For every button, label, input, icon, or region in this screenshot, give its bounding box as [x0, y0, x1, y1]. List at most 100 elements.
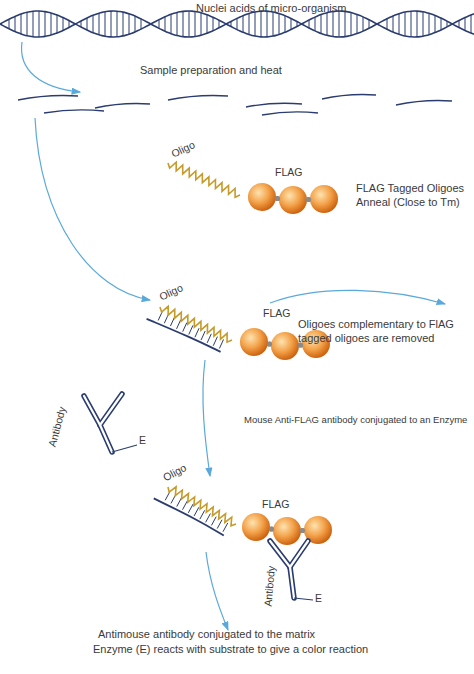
- flow-arrow: [206, 552, 228, 630]
- step-caption: Antimouse antibody conjugated to the mat…: [98, 628, 315, 642]
- part-name: FLAG: [275, 166, 302, 179]
- base-pair: [183, 323, 187, 332]
- dna-rung: [387, 19, 388, 30]
- dna-rung: [141, 19, 142, 29]
- flag-bead: [279, 186, 307, 214]
- oligo-coil: [160, 306, 232, 342]
- dna-rung: [171, 14, 172, 33]
- dna-rung: [327, 13, 328, 36]
- dna-strand: [0, 11, 474, 37]
- dna-rung: [105, 12, 106, 37]
- part-name: FLAG: [262, 498, 289, 511]
- dna-rung: [45, 12, 46, 37]
- dna-rung: [339, 11, 340, 37]
- target-strand: [154, 498, 224, 535]
- enzyme-link: [294, 598, 313, 600]
- linker-dot: [300, 528, 305, 533]
- dna-rung: [237, 18, 238, 29]
- flag-bead: [242, 513, 270, 541]
- dna-rung: [417, 11, 418, 37]
- dna-rung: [117, 11, 118, 37]
- antibody-chain: [100, 394, 122, 425]
- antibody-chain: [100, 394, 122, 425]
- dna-rung: [399, 14, 400, 35]
- dna-rung: [357, 14, 358, 33]
- antibody-chain: [100, 425, 112, 452]
- antibody-chain: [290, 541, 308, 567]
- dna-rung: [15, 16, 16, 31]
- base-pair: [207, 334, 211, 343]
- flow-arrow: [35, 118, 150, 300]
- dna-rung: [447, 21, 448, 27]
- linker-dot: [275, 196, 280, 201]
- flag-bead: [273, 517, 301, 545]
- dna-rung: [99, 13, 100, 35]
- dna-rung: [321, 15, 322, 34]
- antibody-chain: [290, 567, 294, 598]
- base-pair: [177, 320, 181, 329]
- dna-rung: [459, 20, 460, 27]
- dna-rung: [207, 15, 208, 34]
- linker-dot: [275, 196, 280, 201]
- base-pair: [213, 337, 217, 346]
- dna-rung: [69, 21, 70, 28]
- dna-fragment: [168, 96, 228, 101]
- dna-fragment: [95, 104, 150, 109]
- antibody-chain: [270, 541, 290, 567]
- linker-dot: [306, 197, 311, 202]
- dna-rung: [285, 16, 286, 33]
- dna-rung: [405, 12, 406, 36]
- dna-rung: [441, 18, 442, 30]
- dna-rung: [351, 13, 352, 36]
- part-name: FLAG: [263, 307, 290, 320]
- base-pair: [183, 501, 188, 510]
- dna-rung: [345, 11, 346, 36]
- flow-arrow: [203, 360, 210, 476]
- linker-dot: [267, 341, 272, 346]
- dna-rung: [165, 17, 166, 32]
- base-pair: [223, 523, 228, 532]
- dna-rung: [393, 16, 394, 32]
- dna-rung: [411, 11, 412, 37]
- stage-caption: Nuclei acids of micro-organism: [196, 2, 346, 16]
- dna-fragment: [18, 96, 78, 101]
- base-pair: [189, 325, 193, 334]
- dna-rung: [21, 14, 22, 34]
- dna-rung: [111, 11, 112, 37]
- dna-rung: [267, 11, 268, 37]
- dna-fragment: [262, 112, 318, 115]
- linker-dot: [269, 526, 274, 531]
- dna-rung: [177, 12, 178, 35]
- step-caption: FLAG Tagged Oligoes Anneal (Close to Tm): [356, 182, 472, 210]
- step-caption: Sample preparation and heat: [140, 64, 282, 78]
- flag-bead: [310, 185, 338, 213]
- base-pair: [194, 507, 199, 516]
- dna-rung: [369, 20, 370, 28]
- dna-rung: [189, 11, 190, 37]
- dna-rung: [249, 13, 250, 34]
- dna-rung: [255, 12, 256, 36]
- base-pair: [200, 510, 205, 519]
- dna-rung: [261, 11, 262, 37]
- dna-rung: [315, 17, 316, 31]
- dna-rung: [429, 13, 430, 35]
- dna-rung: [63, 18, 64, 31]
- dna-fragment: [44, 110, 104, 113]
- dna-fragment: [246, 103, 302, 107]
- part-name: Oligo: [169, 138, 197, 160]
- linker-dot: [306, 197, 311, 202]
- dna-rung: [309, 20, 310, 28]
- dna-rung: [183, 11, 184, 36]
- base-pair: [188, 504, 193, 513]
- linker-dot: [300, 528, 305, 533]
- base-pair: [217, 520, 222, 529]
- flow-arrow: [22, 42, 80, 92]
- antibody-chain: [270, 541, 290, 567]
- dna-rung: [81, 21, 82, 27]
- dna-rung: [33, 11, 34, 37]
- linker-dot: [269, 526, 274, 531]
- dna-rung: [273, 12, 274, 36]
- dna-rung: [51, 13, 52, 35]
